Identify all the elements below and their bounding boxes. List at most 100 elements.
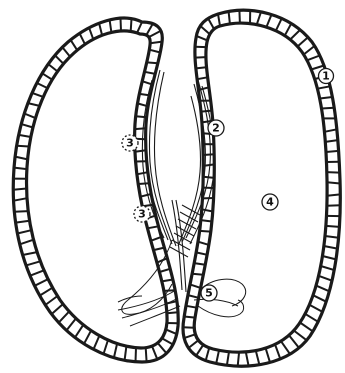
wall-cell-divider bbox=[309, 305, 322, 312]
wall-cell-divider bbox=[325, 129, 337, 132]
wall-cell-divider bbox=[203, 154, 214, 155]
wall-cell-divider bbox=[257, 12, 261, 25]
wall-cell-divider bbox=[149, 50, 160, 53]
wall-cell-divider bbox=[326, 226, 340, 227]
wall-cell-divider bbox=[304, 46, 315, 55]
wall-cell-divider bbox=[14, 198, 27, 201]
wall-cell-divider bbox=[186, 306, 197, 308]
wall-cell-divider bbox=[285, 24, 292, 36]
wall-cell-divider bbox=[281, 341, 290, 354]
wall-cell-divider bbox=[229, 12, 230, 24]
wall-cell-divider bbox=[320, 97, 333, 99]
svg-text:1: 1 bbox=[322, 70, 330, 83]
wall-cell-divider bbox=[67, 318, 77, 330]
wall-cell-divider bbox=[184, 334, 195, 338]
wall-cell-divider bbox=[198, 242, 209, 245]
wall-cell-divider bbox=[196, 345, 203, 356]
wall-cell-divider bbox=[316, 286, 329, 292]
wall-cell-divider bbox=[202, 209, 213, 211]
wall-cell-divider bbox=[196, 36, 207, 41]
wall-cell-divider bbox=[24, 114, 35, 119]
wall-cell-divider bbox=[196, 252, 207, 254]
wall-cell-divider bbox=[275, 344, 280, 359]
wall-cell-divider bbox=[137, 22, 142, 33]
wall-cell-divider bbox=[154, 248, 165, 251]
wall-cell-divider bbox=[149, 31, 161, 37]
wall-cell-divider bbox=[162, 280, 173, 282]
wall-cell-divider bbox=[75, 325, 83, 338]
wall-cell-divider bbox=[200, 231, 211, 232]
wall-cell-divider bbox=[19, 135, 31, 137]
wall-cell-divider bbox=[196, 67, 207, 68]
wall-cell-divider bbox=[32, 93, 43, 97]
wall-cell-divider bbox=[62, 47, 70, 57]
marker-1: 1 bbox=[319, 69, 334, 84]
wall-cell-divider bbox=[190, 284, 201, 288]
wall-cell-divider bbox=[200, 26, 210, 34]
wall-cell-divider bbox=[13, 189, 26, 190]
wall-cell-divider bbox=[298, 37, 309, 46]
wall-cell-divider bbox=[322, 108, 335, 109]
marker-5: 5 bbox=[201, 285, 217, 301]
wall-cell-divider bbox=[59, 311, 69, 322]
wall-cell-divider bbox=[327, 205, 340, 206]
wall-cell-divider bbox=[23, 252, 37, 255]
wall-cell-divider bbox=[52, 304, 63, 314]
wall-cell-divider bbox=[216, 350, 219, 363]
wall-cell-divider bbox=[160, 269, 171, 272]
wall-cell-divider bbox=[256, 351, 260, 365]
wall-cell-divider bbox=[147, 226, 158, 228]
wall-cell-divider bbox=[195, 57, 206, 58]
wall-cell-divider bbox=[121, 18, 122, 31]
wall-cell-divider bbox=[15, 157, 28, 160]
wall-cell-divider bbox=[239, 10, 240, 23]
wall-cell-divider bbox=[104, 340, 109, 354]
wall-cell-divider bbox=[325, 140, 338, 142]
wall-cell-divider bbox=[16, 221, 30, 223]
wall-cell-divider bbox=[166, 329, 177, 334]
wall-cell-divider bbox=[110, 20, 112, 33]
marker-3-lower: 3 bbox=[134, 206, 150, 222]
wall-cell-divider bbox=[317, 86, 330, 88]
right-lobe-inner-wall bbox=[194, 23, 327, 352]
wall-cell-divider bbox=[35, 279, 48, 286]
wall-cell-divider bbox=[147, 62, 158, 63]
wall-cell-divider bbox=[184, 317, 195, 318]
marker-3-upper: 3 bbox=[122, 135, 138, 151]
wall-cell-divider bbox=[327, 194, 340, 195]
wall-cell-divider bbox=[324, 246, 338, 249]
marker-2: 2 bbox=[208, 120, 224, 136]
wall-cell-divider bbox=[26, 261, 40, 265]
wall-cell-divider bbox=[290, 30, 300, 40]
wall-cell-divider bbox=[167, 312, 178, 313]
wall-cell-divider bbox=[192, 274, 203, 275]
vascular-strands bbox=[142, 70, 214, 292]
wall-cell-divider bbox=[14, 168, 27, 170]
wall-cell-divider bbox=[20, 240, 34, 245]
wall-cell-divider bbox=[305, 314, 318, 322]
wall-cell-divider bbox=[42, 73, 52, 79]
wall-cell-divider bbox=[28, 103, 40, 106]
wall-cell-divider bbox=[300, 323, 313, 332]
wall-cell-divider bbox=[323, 256, 337, 259]
wall-cell-divider bbox=[201, 111, 212, 112]
wall-cell-divider bbox=[218, 14, 220, 26]
svg-text:3: 3 bbox=[138, 208, 146, 221]
wall-cell-divider bbox=[194, 263, 205, 265]
wall-cell-divider bbox=[227, 352, 229, 366]
wall-cell-divider bbox=[140, 194, 151, 197]
wall-cell-divider bbox=[307, 56, 320, 61]
wall-cell-divider bbox=[276, 19, 282, 31]
wall-cell-divider bbox=[319, 276, 332, 281]
wall-cell-divider bbox=[145, 72, 156, 74]
wall-cell-divider bbox=[206, 348, 210, 361]
wall-cell-divider bbox=[125, 346, 127, 360]
wall-cell-divider bbox=[152, 346, 157, 359]
wall-cell-divider bbox=[289, 335, 299, 348]
wall-cell-divider bbox=[197, 77, 208, 79]
wall-cell-divider bbox=[266, 15, 271, 28]
wall-cell-divider bbox=[40, 288, 53, 296]
wall-cell-divider bbox=[89, 28, 93, 40]
wall-cell-divider bbox=[164, 290, 175, 291]
